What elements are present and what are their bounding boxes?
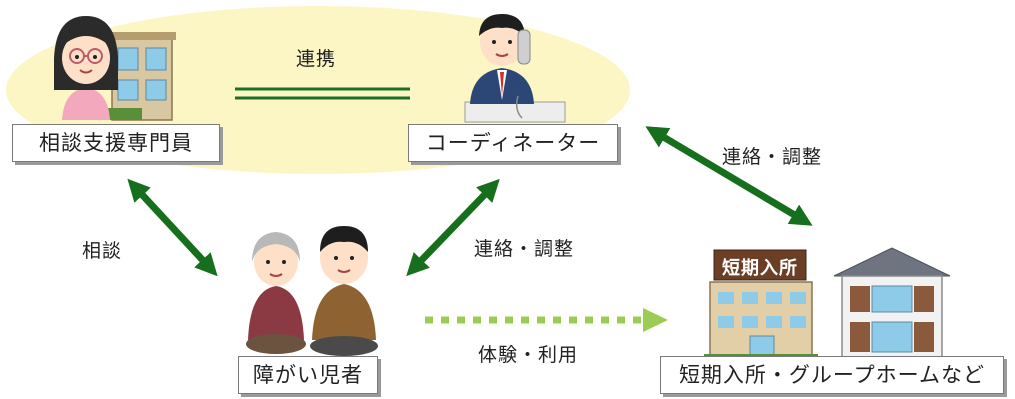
- node-person: 障がい児者: [238, 356, 378, 394]
- specialist-illustration: [54, 16, 176, 121]
- cooperation-double-line: [235, 87, 410, 100]
- person-illustration: [246, 226, 378, 356]
- facility-illustration: [704, 247, 951, 361]
- facility-sign-board: [713, 249, 807, 281]
- label-consultation: 相談: [82, 240, 123, 262]
- coordinator-illustration: [464, 14, 566, 123]
- label-contact-adjust-bottom: 連絡・調整: [474, 238, 575, 260]
- facility-sign-text: 短期入所: [722, 258, 798, 279]
- arrow-specialist-person: [127, 178, 218, 277]
- arrow-coordinator-facility: [645, 126, 813, 226]
- arrow-coordinator-person: [406, 178, 500, 277]
- node-facility: 短期入所・グループホームなど: [660, 356, 1004, 394]
- label-contact-adjust-top: 連絡・調整: [722, 146, 823, 168]
- label-cooperation: 連携: [296, 48, 337, 70]
- label-trial-use: 体験・利用: [478, 344, 579, 366]
- node-coordinator: コーディネーター: [408, 124, 618, 162]
- node-specialist: 相談支援専門員: [12, 124, 220, 162]
- arrow-person-facility: [425, 308, 668, 332]
